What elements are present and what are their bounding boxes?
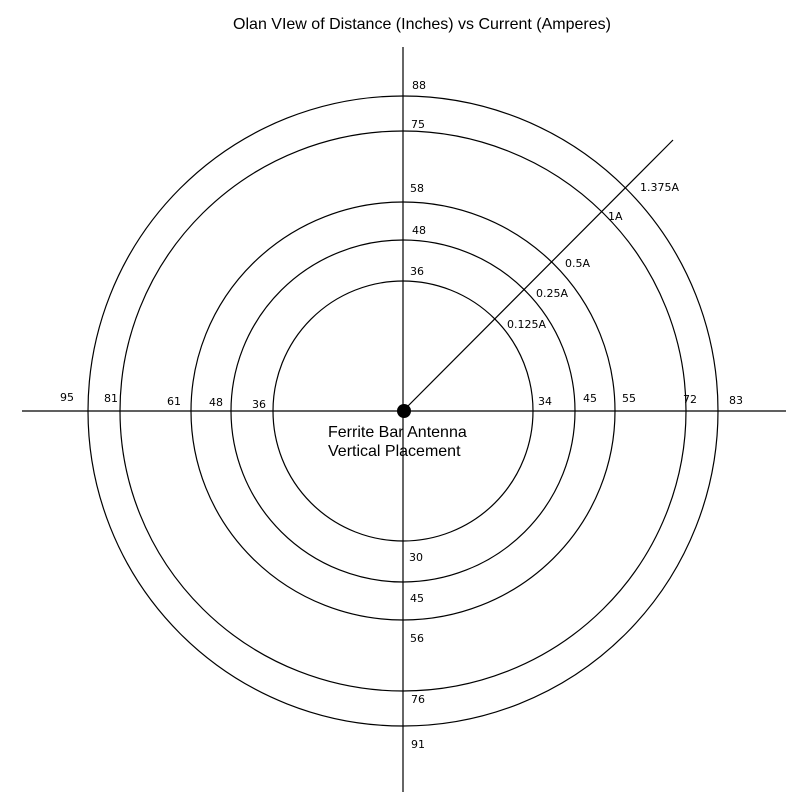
antenna-marker	[397, 404, 411, 418]
ring-1375a	[87, 95, 719, 727]
current-label-1a: 1A	[608, 210, 623, 223]
distance-up-1375a: 88	[412, 79, 426, 92]
antenna-label-line-1: Ferrite Bar Antenna	[328, 424, 467, 441]
distance-right-1375a: 83	[729, 394, 743, 407]
distance-down-1375a: 91	[411, 738, 425, 751]
distance-right-1a: 72	[683, 393, 697, 406]
distance-right-05a: 55	[622, 392, 636, 405]
antenna-label-line-2: Vertical Placement	[328, 443, 461, 460]
distance-up-0125a: 36	[410, 265, 424, 278]
distance-up-025a: 48	[412, 224, 426, 237]
distance-down-025a: 45	[410, 592, 424, 605]
ring-0125a	[272, 280, 534, 542]
current-ray	[402, 139, 674, 412]
distance-right-025a: 45	[583, 392, 597, 405]
distance-up-1a: 75	[411, 118, 425, 131]
current-label-1375a: 1.375A	[640, 181, 679, 194]
distance-left-0125a: 36	[252, 398, 266, 411]
distance-down-05a: 56	[410, 632, 424, 645]
current-label-025a: 0.25A	[536, 287, 568, 300]
ring-1a	[119, 130, 687, 692]
diagram-title: Olan VIew of Distance (Inches) vs Curren…	[233, 16, 611, 33]
distance-left-1a: 81	[104, 392, 118, 405]
ring-025a	[230, 239, 576, 583]
distance-right-0125a: 34	[538, 395, 552, 408]
current-label-0125a: 0.125A	[507, 318, 546, 331]
distance-left-025a: 48	[209, 396, 223, 409]
distance-up-05a: 58	[410, 182, 424, 195]
distance-down-1a: 76	[411, 693, 425, 706]
distance-left-1375a: 95	[60, 391, 74, 404]
current-label-05a: 0.5A	[565, 257, 590, 270]
distance-left-05a: 61	[167, 395, 181, 408]
distance-down-0125a: 30	[409, 551, 423, 564]
ring-05a	[190, 201, 616, 621]
